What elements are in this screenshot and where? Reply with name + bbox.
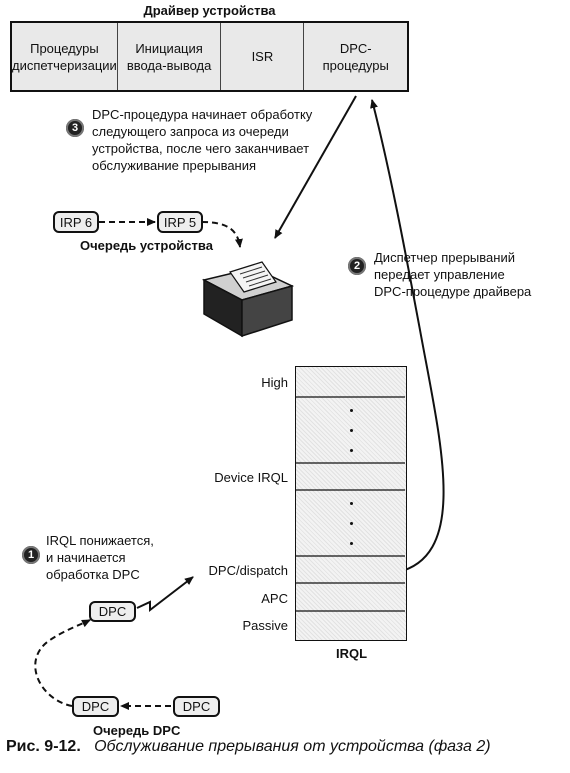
step-3-note: DPC-процедура начинает обработку следующ… <box>92 106 312 174</box>
ellipsis-dot <box>350 522 353 525</box>
dpc-queue-box: DPC <box>72 696 119 717</box>
step-2-badge: 2 <box>348 257 366 275</box>
cell-line: Процедуры <box>30 40 99 56</box>
irql-level-apc: APC <box>261 591 288 606</box>
irql-level-passive: Passive <box>242 618 288 633</box>
note-line: DPC-процедура начинает обработку <box>92 107 313 122</box>
ellipsis-dot <box>350 542 353 545</box>
cell-line: ввода-вывода <box>126 57 212 73</box>
driver-cell-isr: ISR <box>221 23 305 90</box>
step-2-note: Диспетчер прерываний передает управление… <box>374 249 531 300</box>
irp-6-box: IRP 6 <box>53 211 99 233</box>
figure-caption: Рис. 9-12. Обслуживание прерывания от ус… <box>6 738 491 756</box>
irql-level-dpc-dispatch: DPC/dispatch <box>208 563 288 578</box>
step-1-badge: 1 <box>22 546 40 564</box>
arrow-irp5-to-device <box>201 221 243 248</box>
cell-line: процедуры <box>322 57 389 73</box>
note-line: обработка DPC <box>46 567 140 582</box>
irql-level-device: Device IRQL <box>214 470 288 485</box>
note-line: IRQL понижается, <box>46 533 154 548</box>
note-line: и начинается <box>46 550 126 565</box>
lightning-bolt-icon <box>136 576 194 613</box>
irql-dividers <box>296 396 405 612</box>
ellipsis-dot <box>350 429 353 432</box>
arrow-irql-to-dpc <box>370 99 445 573</box>
irql-level-high: High <box>261 375 288 390</box>
dpc-queue-box: DPC <box>173 696 220 717</box>
device-queue-label: Очередь устройства <box>80 238 213 253</box>
figure-number: Рис. 9-12. <box>6 738 81 755</box>
note-line: обслуживание прерывания <box>92 158 257 173</box>
note-line: Диспетчер прерываний <box>374 250 515 265</box>
ellipsis-dot <box>350 502 353 505</box>
ellipsis-dot <box>350 409 353 412</box>
driver-cell-dpc: DPC-процедуры <box>304 23 407 90</box>
figure-title: Обслуживание прерывания от устройства (ф… <box>94 738 491 755</box>
device-printer-icon <box>201 261 295 338</box>
dpc-active-box: DPC <box>89 601 136 622</box>
ellipsis-dot <box>350 449 353 452</box>
step-1-note: IRQL понижается, и начинается обработка … <box>46 532 154 583</box>
cell-line: Инициация <box>135 40 203 56</box>
note-line: следующего запроса из очереди <box>92 124 289 139</box>
arrow-queue-to-dpc <box>34 619 91 707</box>
driver-title: Драйвер устройства <box>143 3 276 18</box>
irql-column <box>295 366 407 641</box>
note-line: DPC-процедуре драйвера <box>374 284 532 299</box>
arrow-dpc-to-device <box>274 95 357 239</box>
cell-line: ISR <box>251 49 274 64</box>
note-line: передает управление <box>374 267 505 282</box>
cell-line: DPC- <box>339 40 372 56</box>
cell-line: диспетчеризации <box>12 57 117 73</box>
note-line: устройства, после чего заканчивает <box>92 141 310 156</box>
irp-5-box: IRP 5 <box>157 211 203 233</box>
irql-label: IRQL <box>336 646 368 661</box>
dpc-queue-label: Очередь DPC <box>93 723 181 738</box>
step-3-badge: 3 <box>66 119 84 137</box>
